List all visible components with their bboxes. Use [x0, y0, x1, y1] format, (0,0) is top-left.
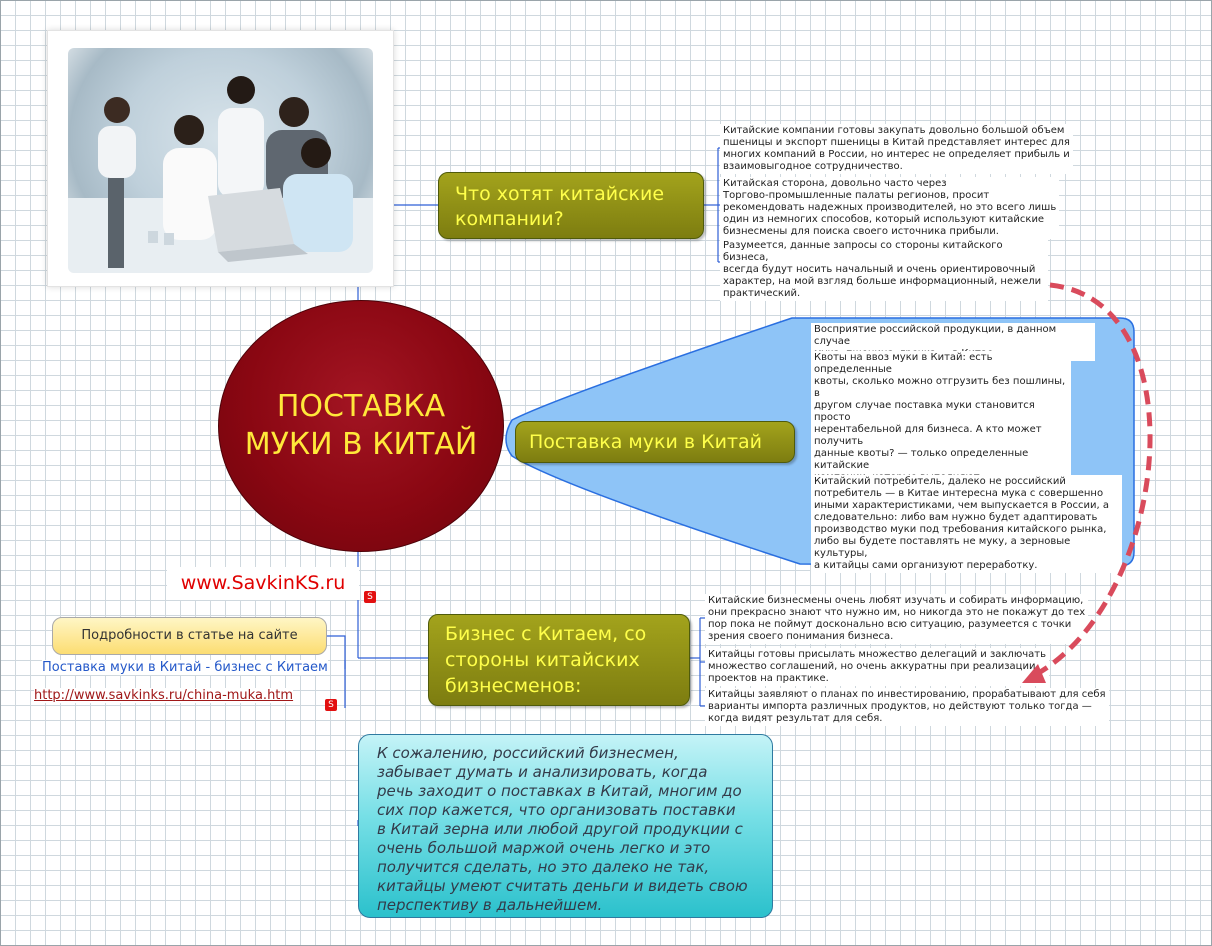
people-illustration: [68, 76, 373, 273]
link-icon[interactable]: S: [364, 591, 376, 603]
details-callout: Подробности в статье на сайте: [52, 617, 327, 655]
topic-flour-supply[interactable]: Поставка муки в Китай: [515, 421, 795, 463]
central-topic-label: ПОСТАВКА МУКИ В КИТАЙ: [244, 389, 478, 462]
topic-label: Бизнес с Китаем, со стороны китайских би…: [445, 623, 647, 697]
note-business-3: Китайцы заявляют о планах по инвестирова…: [705, 688, 1109, 726]
link-icon[interactable]: S: [325, 699, 337, 711]
conclusion-note: К сожалению, российский бизнесмен, забыв…: [358, 734, 773, 918]
topic-label: Поставка муки в Китай: [529, 431, 763, 453]
topic-label: Что хотят китайские компании?: [455, 183, 665, 230]
note-business-1: Китайские бизнесмены очень любят изучать…: [705, 594, 1089, 644]
note-companies-3: Разумеется, данные запросы со стороны ки…: [720, 239, 1048, 301]
business-team-photo: [47, 30, 394, 287]
note-companies-1: Китайские компании готовы закупать довол…: [720, 124, 1073, 174]
conclusion-text: К сожалению, российский бизнесмен, забыв…: [377, 744, 748, 914]
url-link[interactable]: http://www.savkinks.ru/china-muka.htm: [34, 688, 294, 703]
note-companies-2: Китайская сторона, довольно часто через …: [720, 177, 1060, 239]
topic-business-with-china[interactable]: Бизнес с Китаем, со стороны китайских би…: [428, 614, 690, 706]
article-link[interactable]: Поставка муки в Китай - бизнес с Китаем: [42, 660, 328, 675]
central-topic[interactable]: ПОСТАВКА МУКИ В КИТАЙ: [218, 300, 504, 552]
topic-chinese-companies[interactable]: Что хотят китайские компании?: [438, 172, 704, 239]
note-flour-3: Китайский потребитель, далеко не российс…: [811, 475, 1122, 573]
note-business-2: Китайцы готовы присылать множество делег…: [705, 648, 1049, 686]
website-label: www.SavkinKS.ru: [167, 567, 359, 600]
